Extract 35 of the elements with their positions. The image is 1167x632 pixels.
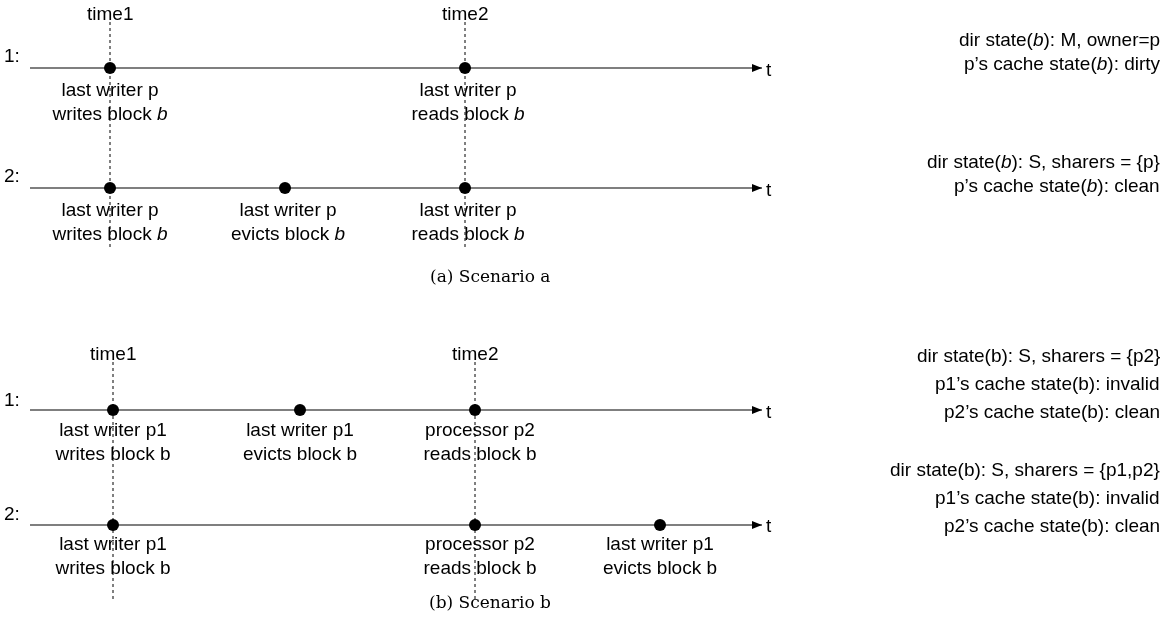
state-note: p1’s cache state(b): invalid (935, 372, 1160, 396)
axis-label: t (766, 58, 772, 82)
state-note: p2’s cache state(b): clean (944, 400, 1161, 424)
caption: (a) Scenario a (430, 265, 551, 288)
event-label: processor p2 reads block b (422, 532, 538, 580)
state-note: p’s cache state(b): dirty (964, 52, 1161, 76)
time-label: time2 (442, 2, 489, 26)
state-note: p1’s cache state(b): invalid (935, 486, 1160, 510)
event-label: last writer p1 writes block b (54, 418, 172, 466)
axis-label: t (766, 514, 772, 538)
event-label: last writer p1 evicts block b (241, 418, 358, 466)
event-label: last writer p writes block b (51, 78, 169, 126)
event-label: processor p2 reads block b (422, 418, 538, 466)
row-label: 1: (4, 388, 20, 412)
time-label: time1 (90, 342, 137, 366)
event-label: last writer p reads block b (410, 198, 526, 246)
state-note: dir state(b): S, sharers = {p2} (917, 344, 1161, 368)
row-label: 1: (4, 44, 20, 68)
axis-label: t (766, 178, 772, 202)
time-label: time1 (87, 2, 134, 26)
state-note: dir state(b): M, owner=p (959, 28, 1161, 52)
caption: (b) Scenario b (429, 591, 551, 614)
row-label: 2: (4, 502, 20, 526)
state-note: p’s cache state(b): clean (954, 174, 1160, 198)
state-note: p2’s cache state(b): clean (944, 514, 1161, 538)
axis-label: t (766, 400, 772, 424)
event-label: last writer p reads block b (410, 78, 526, 126)
event-label: last writer p evicts block b (229, 198, 347, 246)
state-note: dir state(b): S, sharers = {p} (927, 150, 1160, 174)
event-label: last writer p writes block b (51, 198, 169, 246)
state-note: dir state(b): S, sharers = {p1,p2} (890, 458, 1160, 482)
row-label: 2: (4, 164, 20, 188)
time-label: time2 (452, 342, 499, 366)
event-label: last writer p1 evicts block b (601, 532, 718, 580)
event-label: last writer p1 writes block b (54, 532, 172, 580)
